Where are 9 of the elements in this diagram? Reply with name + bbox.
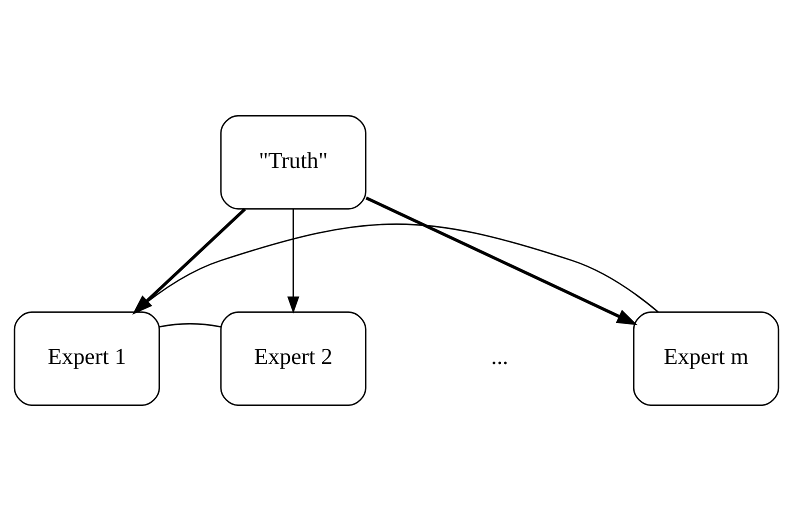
node-box: Expert 2 xyxy=(220,310,366,406)
node-box: Expert 1 xyxy=(14,310,160,406)
node-box: "Truth" xyxy=(220,114,366,210)
label: ... xyxy=(491,344,508,369)
arrow xyxy=(132,207,246,314)
arrow xyxy=(365,196,638,325)
connector xyxy=(159,322,221,328)
arrow xyxy=(287,208,300,314)
node-box: Expert m xyxy=(633,310,780,406)
